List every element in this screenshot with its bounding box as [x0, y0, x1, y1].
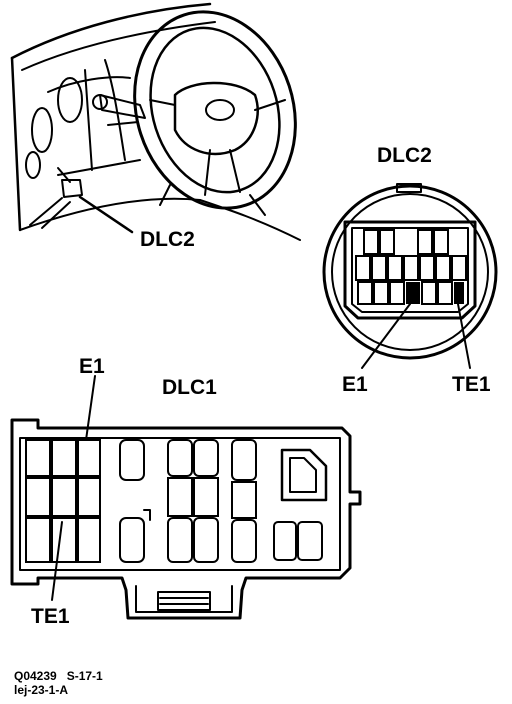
figure-ref: lej-23-1-A	[14, 683, 68, 697]
box-e1-label: E1	[79, 355, 105, 378]
round-connector-title: DLC2	[377, 144, 432, 167]
figure-code: Q04239 S-17-1	[14, 669, 103, 683]
round-e1-label: E1	[342, 373, 368, 396]
box-connector-title: DLC1	[162, 376, 217, 399]
dashboard-illustration	[10, 2, 301, 241]
round-connector	[322, 183, 498, 369]
round-te1-label: TE1	[452, 373, 491, 396]
box-te1-label: TE1	[31, 605, 70, 628]
dash-dlc2-label: DLC2	[140, 228, 195, 251]
box-connector	[10, 375, 362, 620]
